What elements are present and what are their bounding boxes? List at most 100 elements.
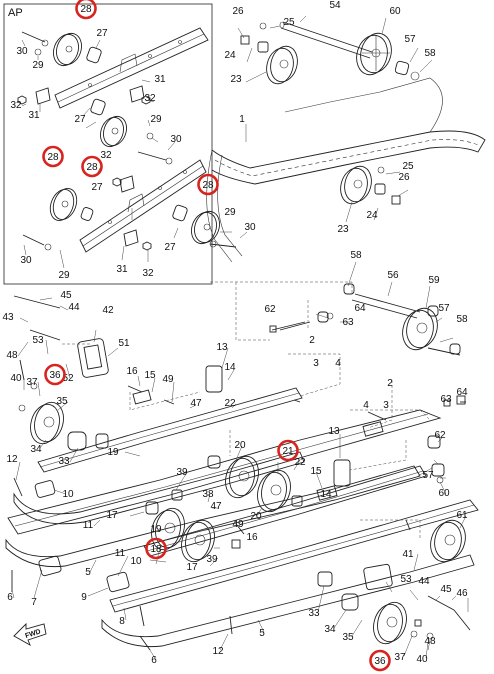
callout-2: 2 [309, 335, 315, 346]
callout-56: 56 [387, 270, 399, 281]
callout-59: 59 [428, 275, 440, 286]
inset-lower-rail [79, 159, 207, 253]
callout-29: 29 [32, 60, 44, 71]
highlight-circle [81, 155, 103, 178]
callout-57: 57 [404, 34, 416, 45]
callout-35: 35 [56, 396, 68, 407]
callout-49: 49 [162, 374, 174, 385]
callout-25: 25 [283, 17, 295, 28]
callout-29: 29 [150, 114, 162, 125]
callout-16: 16 [126, 366, 138, 377]
callout-13: 13 [328, 426, 340, 437]
callout-43: 43 [2, 312, 14, 323]
callout-47: 47 [210, 501, 222, 512]
callout-14: 14 [224, 362, 236, 373]
callout-22: 22 [294, 457, 306, 468]
callout-23: 23 [337, 224, 349, 235]
wheel-35-left [30, 401, 64, 445]
callout-23: 23 [230, 74, 242, 85]
wheel-23-upper [266, 45, 298, 85]
fwd-label: FWD [24, 628, 41, 640]
callout-30: 30 [16, 46, 28, 57]
wheel-59 [402, 307, 438, 351]
inset-label: AP [8, 7, 23, 19]
callout-12: 12 [212, 646, 224, 657]
callout-31: 31 [116, 264, 128, 275]
wheel-61 [430, 519, 466, 563]
highlight-circle [75, 0, 97, 20]
callout-49: 49 [232, 519, 244, 530]
inset-leaders [21, 39, 248, 269]
callout-64: 64 [354, 303, 366, 314]
callout-15: 15 [310, 466, 322, 477]
upper-right-hardware [240, 22, 420, 205]
callout-62: 62 [264, 304, 276, 315]
slide-rail-left-5 [5, 409, 442, 568]
wheel-60-upper [356, 32, 392, 76]
callout-44: 44 [68, 302, 80, 313]
callout-17: 17 [186, 562, 198, 573]
callout-3: 3 [383, 400, 389, 411]
callout-33: 33 [58, 456, 70, 467]
callout-37: 37 [26, 377, 38, 388]
callout-45: 45 [440, 584, 452, 595]
callout-29: 29 [58, 270, 70, 281]
wheel-35-right [373, 601, 407, 645]
callout-8: 8 [119, 616, 125, 627]
inset-wheel-right [191, 210, 220, 245]
callout-1: 1 [239, 114, 245, 125]
highlight-circle [44, 363, 66, 386]
callout-60: 60 [389, 6, 401, 17]
callout-5: 5 [259, 628, 265, 639]
callout-62: 62 [434, 430, 446, 441]
callout-41: 41 [402, 549, 414, 560]
inset-upper-rail [54, 27, 209, 109]
callout-58: 58 [424, 48, 436, 59]
inset-wheel-mid [100, 115, 127, 148]
callout-11: 11 [83, 520, 94, 531]
fwd-arrow-icon: FWD [13, 622, 47, 647]
callout-32: 32 [144, 93, 156, 104]
wheel-23-lower [340, 165, 372, 205]
callout-36: 36 [49, 370, 61, 381]
track-belt [206, 77, 486, 263]
callout-52: 52 [62, 373, 74, 384]
brackets-and-bushings [34, 283, 466, 627]
callout-20: 20 [234, 440, 246, 451]
callout-31: 31 [28, 110, 40, 121]
callout-48: 48 [6, 350, 18, 361]
callout-48: 48 [424, 636, 436, 647]
callout-40: 40 [416, 654, 428, 665]
callout-63: 63 [342, 317, 354, 328]
highlight-circle [145, 537, 167, 560]
callout-42: 42 [102, 305, 114, 316]
wheel-20-pair [225, 455, 291, 513]
callout-11: 11 [115, 548, 126, 559]
callout-6: 6 [7, 592, 13, 603]
highlight-circle [277, 439, 299, 462]
callout-15: 15 [144, 370, 156, 381]
callout-31: 31 [154, 74, 166, 85]
callout-45: 45 [60, 290, 72, 301]
callout-19: 19 [107, 447, 119, 458]
callout-30: 30 [20, 255, 32, 266]
callout-9: 9 [81, 592, 87, 603]
main-leaders [11, 15, 469, 661]
callout-58: 58 [456, 314, 468, 325]
callout-21: 21 [282, 446, 294, 457]
callout-26: 26 [232, 6, 244, 17]
callout-28: 28 [47, 152, 59, 163]
callout-38: 38 [202, 489, 214, 500]
callout-47: 47 [190, 398, 202, 409]
callout-39: 39 [176, 467, 188, 478]
bolts [11, 295, 471, 651]
callout-28: 28 [202, 180, 214, 191]
inset-wheel-top [53, 32, 82, 67]
callout-4: 4 [363, 400, 369, 411]
callout-40: 40 [10, 373, 22, 384]
callout-14: 14 [320, 489, 332, 500]
callout-54: 54 [329, 0, 341, 11]
callout-27: 27 [96, 28, 108, 39]
